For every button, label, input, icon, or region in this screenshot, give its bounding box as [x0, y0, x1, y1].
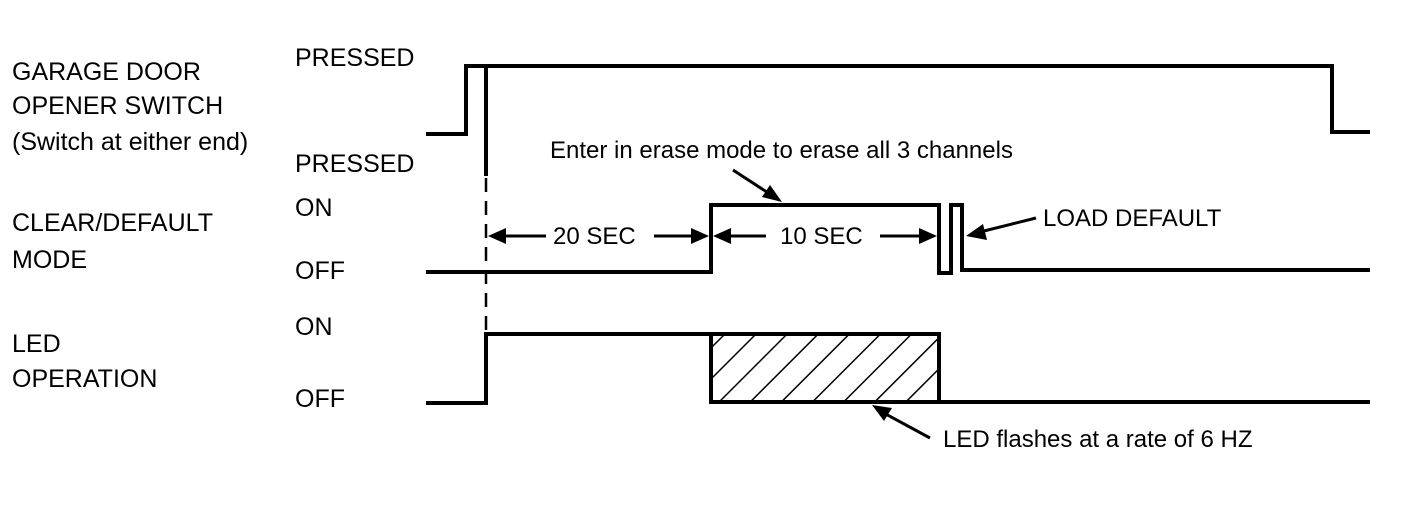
clear-default-level-on: ON	[295, 194, 333, 222]
arrow-right-icon	[919, 228, 937, 244]
clear-default-label-line2: MODE	[12, 246, 87, 274]
led-flash-region	[709, 332, 941, 404]
clear-default-level-off: OFF	[295, 257, 345, 285]
load-default-leader	[979, 216, 1037, 234]
load-default-annotation: LOAD DEFAULT	[1043, 205, 1222, 232]
arrow-right-icon	[691, 228, 709, 244]
interval-10-sec: 10 SEC	[713, 223, 937, 250]
switch-waveform	[426, 64, 1370, 136]
switch-level-low: PRESSED	[295, 150, 414, 178]
clear-default-waveform	[426, 203, 1370, 275]
clear-default-signal-label: CLEAR/DEFAULT MODE	[12, 209, 213, 274]
interval-20-sec: 20 SEC	[488, 223, 709, 250]
led-label-line1: LED	[12, 330, 61, 358]
led-signal-label: LED OPERATION	[12, 330, 157, 393]
erase-mode-arrowhead-icon	[762, 185, 782, 202]
arrow-left-icon	[713, 228, 731, 244]
led-level-on: ON	[295, 313, 333, 341]
erase-mode-annotation: Enter in erase mode to erase all 3 chann…	[550, 137, 1013, 164]
led-level-off: OFF	[295, 385, 345, 413]
arrow-left-icon	[488, 228, 506, 244]
led-label-line2: OPERATION	[12, 365, 157, 393]
interval-20-sec-label: 20 SEC	[553, 223, 636, 250]
load-default-arrowhead-icon	[966, 224, 987, 240]
led-flash-leader	[881, 410, 931, 440]
switch-level-high: PRESSED	[295, 44, 414, 72]
interval-10-sec-label: 10 SEC	[780, 223, 863, 250]
switch-label-line3: (Switch at either end)	[12, 128, 248, 156]
switch-signal-label: GARAGE DOOR OPENER SWITCH (Switch at eit…	[12, 58, 248, 156]
switch-label-line2: OPENER SWITCH	[12, 92, 223, 120]
clear-default-label-line1: CLEAR/DEFAULT	[12, 209, 213, 237]
switch-label-line1: GARAGE DOOR	[12, 58, 201, 86]
led-flash-arrowhead-icon	[872, 405, 892, 421]
led-flash-annotation: LED flashes at a rate of 6 HZ	[943, 426, 1252, 453]
